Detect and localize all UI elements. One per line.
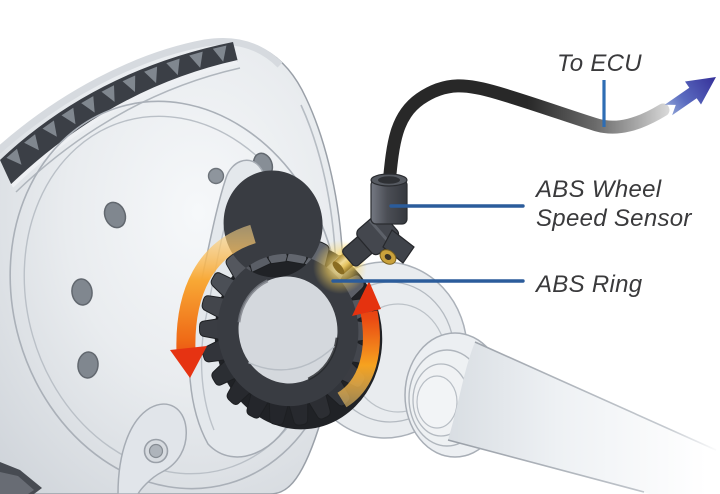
ecu-arrow-icon: [664, 77, 716, 116]
sensor-cable: [382, 79, 670, 191]
corner-part: [0, 462, 42, 494]
abs-sensor: [332, 173, 415, 275]
vent-band: [0, 42, 241, 193]
vent-vanes: [6, 45, 227, 165]
label-abs-wheel: ABS Wheel: [534, 176, 662, 203]
rotation-arrow-right: [337, 281, 381, 408]
label-to-ecu: To ECU: [557, 50, 642, 77]
axle-shaft: [447, 341, 720, 494]
label-abs-ring: ABS Ring: [534, 271, 643, 298]
rotation-arrow-left: [170, 224, 257, 378]
label-speed-sensor: Speed Sensor: [536, 205, 692, 232]
